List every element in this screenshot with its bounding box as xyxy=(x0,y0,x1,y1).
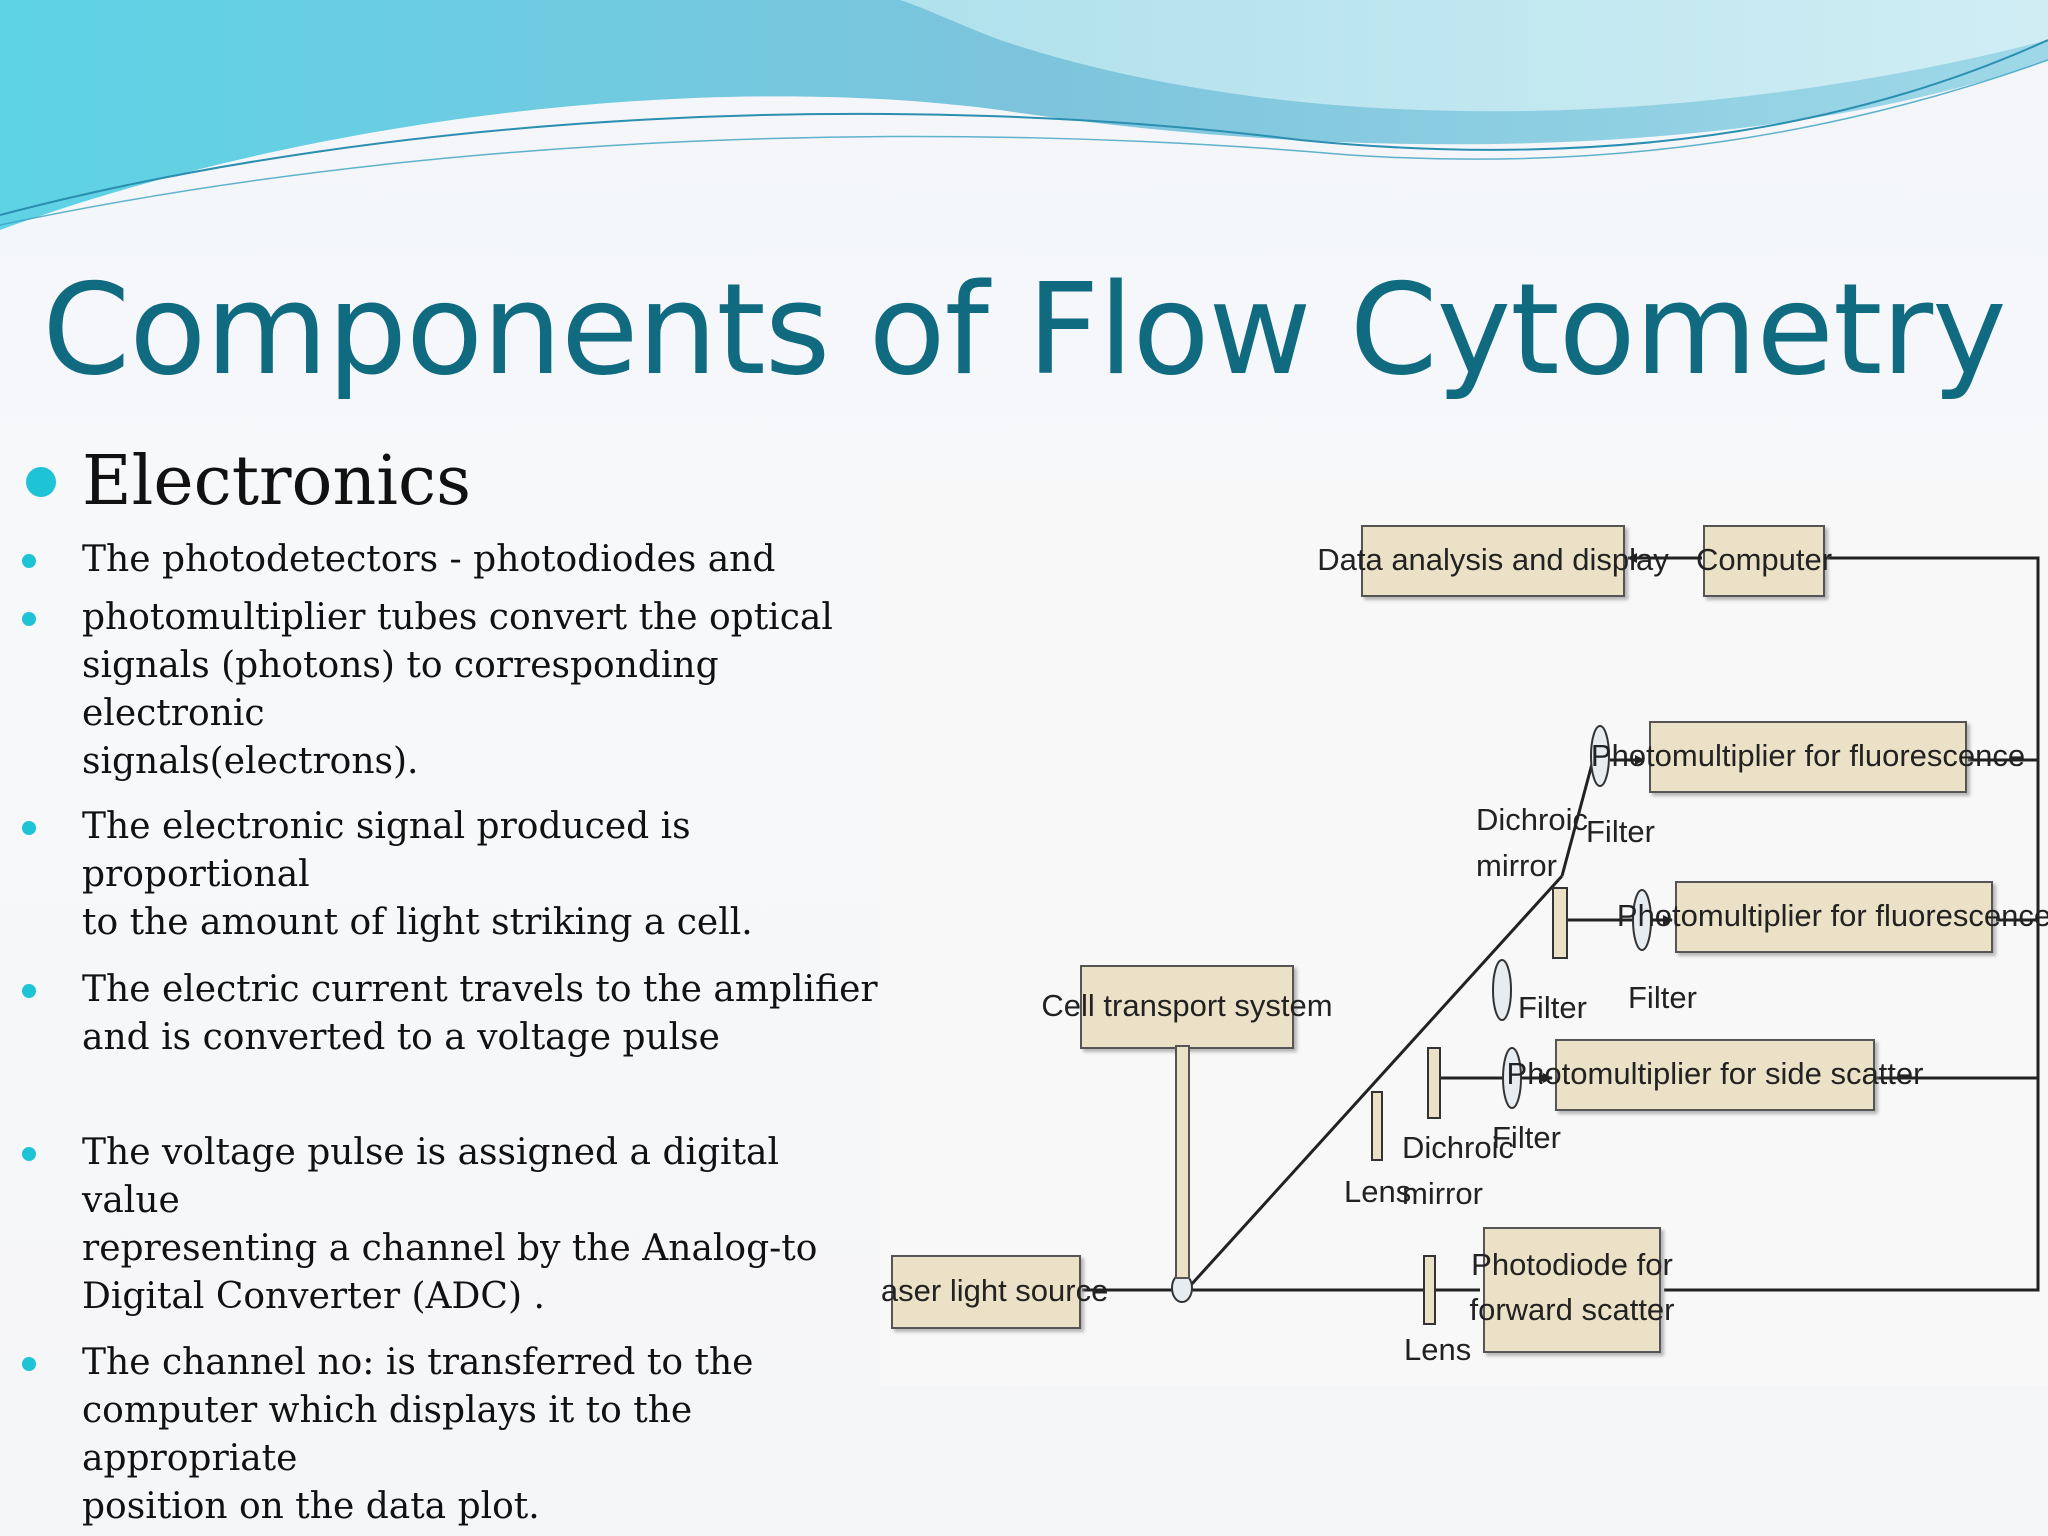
photodiode-label-line1: Photodiode for xyxy=(1471,1247,1673,1282)
header-wave-decoration xyxy=(0,0,2048,230)
laser-label: Laser light source xyxy=(880,1273,1108,1308)
optical-elements xyxy=(1371,887,1568,1325)
bullet-dot-icon xyxy=(22,984,36,998)
bullet-item-text: The electronic signal produced is propor… xyxy=(82,806,753,943)
filter-mid-left xyxy=(1492,959,1512,1021)
cell-transport-box xyxy=(1080,965,1294,1049)
bullet-dot-icon xyxy=(26,467,56,497)
bullet-item-text: The voltage pulse is assigned a digital … xyxy=(82,1132,818,1317)
lens-forward xyxy=(1423,1255,1436,1325)
filter-mid-right xyxy=(1632,889,1652,951)
filter-mid-right-label: Filter xyxy=(1628,980,1697,1015)
photodiode-label-line2: forward scatter xyxy=(1469,1292,1674,1327)
cell-transport-label: Cell transport system xyxy=(1041,988,1332,1023)
bullet-dot-icon xyxy=(22,821,36,835)
lens-element xyxy=(1371,1091,1383,1161)
data-analysis-box xyxy=(1361,525,1625,597)
bullet-item-text: The channel no: is transferred to the co… xyxy=(82,1342,754,1527)
filter-mid-left-label: Filter xyxy=(1518,990,1587,1025)
bullet-dot-icon xyxy=(22,554,36,568)
computer-label: Computer xyxy=(1696,542,1832,577)
computer-box xyxy=(1703,525,1825,597)
flow-cytometer-diagram: Data analysis and display Computer Photo… xyxy=(880,476,2048,1386)
slide-title: Components of Flow Cytometry xyxy=(42,256,2006,403)
lens-label-1: Lens xyxy=(1344,1174,1411,1209)
dichroic-mirror-top xyxy=(1552,887,1568,959)
dichroic-top-label-1: Dichroic xyxy=(1476,802,1588,837)
pm-side-scatter-label: Photomultiplier for side scatter xyxy=(1507,1056,1924,1091)
bullet-item-text: The photodetectors - photodiodes and xyxy=(82,539,776,580)
lens-label-2: Lens xyxy=(1404,1332,1471,1367)
filter-low-label: Filter xyxy=(1492,1120,1561,1155)
bullet-dot-icon xyxy=(22,1147,36,1161)
pm-fluorescence-box-1 xyxy=(1649,721,1967,793)
pm-fluorescence-label-2: Photomultiplier for fluorescence xyxy=(1617,898,2048,933)
pm-fluorescence-box-2 xyxy=(1675,881,1993,953)
pm-fluorescence-label-1: Photomultiplier for fluorescence xyxy=(1591,738,2025,773)
bullet-item-text: The electric current travels to the ampl… xyxy=(82,969,878,1058)
dichroic-mirror-low xyxy=(1427,1047,1441,1119)
laser-box xyxy=(891,1255,1081,1329)
diagonal-scatter-line xyxy=(1188,874,1564,1288)
photodiode-box xyxy=(1483,1227,1661,1353)
bullet-item-text: photomultiplier tubes convert the optica… xyxy=(82,597,833,782)
diagram-labels: Dichroic mirror Filter Filter Filter Dic… xyxy=(1344,802,1697,1367)
dichroic-low-label-2: mirror xyxy=(1402,1176,1483,1211)
filter-top xyxy=(1590,725,1610,787)
bullet-content: Electronics The photodetectors - photodi… xyxy=(0,0,880,1536)
bullet-dot-icon xyxy=(22,612,36,626)
right-bus-line xyxy=(1664,556,2040,1292)
filters xyxy=(1171,725,1652,1303)
data-analysis-label: Data analysis and display xyxy=(1317,542,1669,577)
filter-top-label: Filter xyxy=(1586,814,1655,849)
pm-side-scatter-box xyxy=(1555,1039,1875,1111)
section-heading-text: Electronics xyxy=(82,442,472,521)
diagram-boxes: Data analysis and display Computer Photo… xyxy=(880,525,2048,1353)
cell-transport-column xyxy=(1175,1045,1190,1279)
dichroic-top-label-2: mirror xyxy=(1476,848,1557,883)
section-heading: Electronics xyxy=(26,440,471,524)
bullet-dot-icon xyxy=(22,1357,36,1371)
filter-low xyxy=(1502,1047,1522,1109)
dichroic-low-label-1: Dichroic xyxy=(1402,1130,1514,1165)
